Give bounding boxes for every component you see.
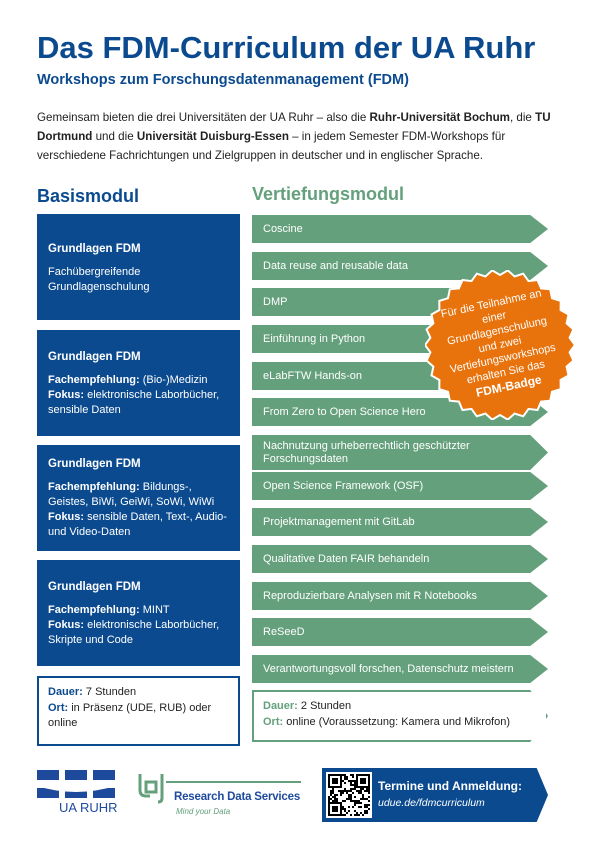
box-title: Grundlagen FDM: [48, 243, 141, 255]
vertiefungsmodul-heading: Vertiefungsmodul: [252, 184, 405, 204]
workshop-item: Open Science Framework (OSF): [252, 472, 548, 500]
basis-box: Grundlagen FDM Fachempfehlung: Bildungs-…: [37, 445, 240, 551]
workshop-item: Nachnutzung urheberrechtlich geschützter…: [252, 435, 548, 470]
rds-tagline: Mind your Data: [176, 807, 231, 816]
box-title: Grundlagen FDM: [48, 458, 141, 470]
workshop-item: Qualitative Daten FAIR behandeln: [252, 545, 548, 573]
box-text: Fachübergreifende Grundlagenschulung: [48, 266, 150, 293]
page-subtitle: Workshops zum Forschungsdatenmanagement …: [37, 72, 409, 88]
fdm-badge-starburst: [425, 270, 575, 420]
workshop-item: Coscine: [252, 215, 548, 243]
workshop-item: Projektmanagement mit GitLab: [252, 508, 548, 536]
cta-url[interactable]: udue.de/fdmcurriculum: [378, 797, 485, 809]
workshop-item: ReSeeD: [252, 618, 548, 646]
box-title: Grundlagen FDM: [48, 351, 141, 363]
registration-link[interactable]: Termine und Anmeldung: udue.de/fdmcurric…: [322, 768, 548, 822]
page-title: Das FDM-Curriculum der UA Ruhr: [37, 30, 536, 65]
box-title: Grundlagen FDM: [48, 581, 141, 593]
cta-title: Termine und Anmeldung:: [378, 779, 522, 793]
basismodul-heading: Basismodul: [37, 186, 140, 206]
workshop-item: Data reuse and reusable data: [252, 252, 548, 280]
rds-name: Research Data Services: [174, 791, 301, 803]
basis-box: Grundlagen FDM Fachübergreifende Grundla…: [37, 214, 240, 320]
basis-box: Grundlagen FDM Fachempfehlung: (Bio-)Med…: [37, 330, 240, 436]
ua-ruhr-logo: [37, 770, 115, 798]
ua-ruhr-logo-text: UA RUHR: [59, 800, 118, 815]
workshop-item: Reproduzierbare Analysen mit R Notebooks: [252, 582, 548, 610]
qr-code-icon: [326, 772, 372, 818]
workshop-item: Verantwortungsvoll forschen, Datenschutz…: [252, 655, 548, 683]
box-text: Fachempfehlung: Bildungs-, Geistes, BiWi…: [48, 481, 227, 538]
intro-text: Gemeinsam bieten die drei Universitäten …: [37, 111, 551, 162]
rds-logo-icon: [138, 774, 301, 804]
